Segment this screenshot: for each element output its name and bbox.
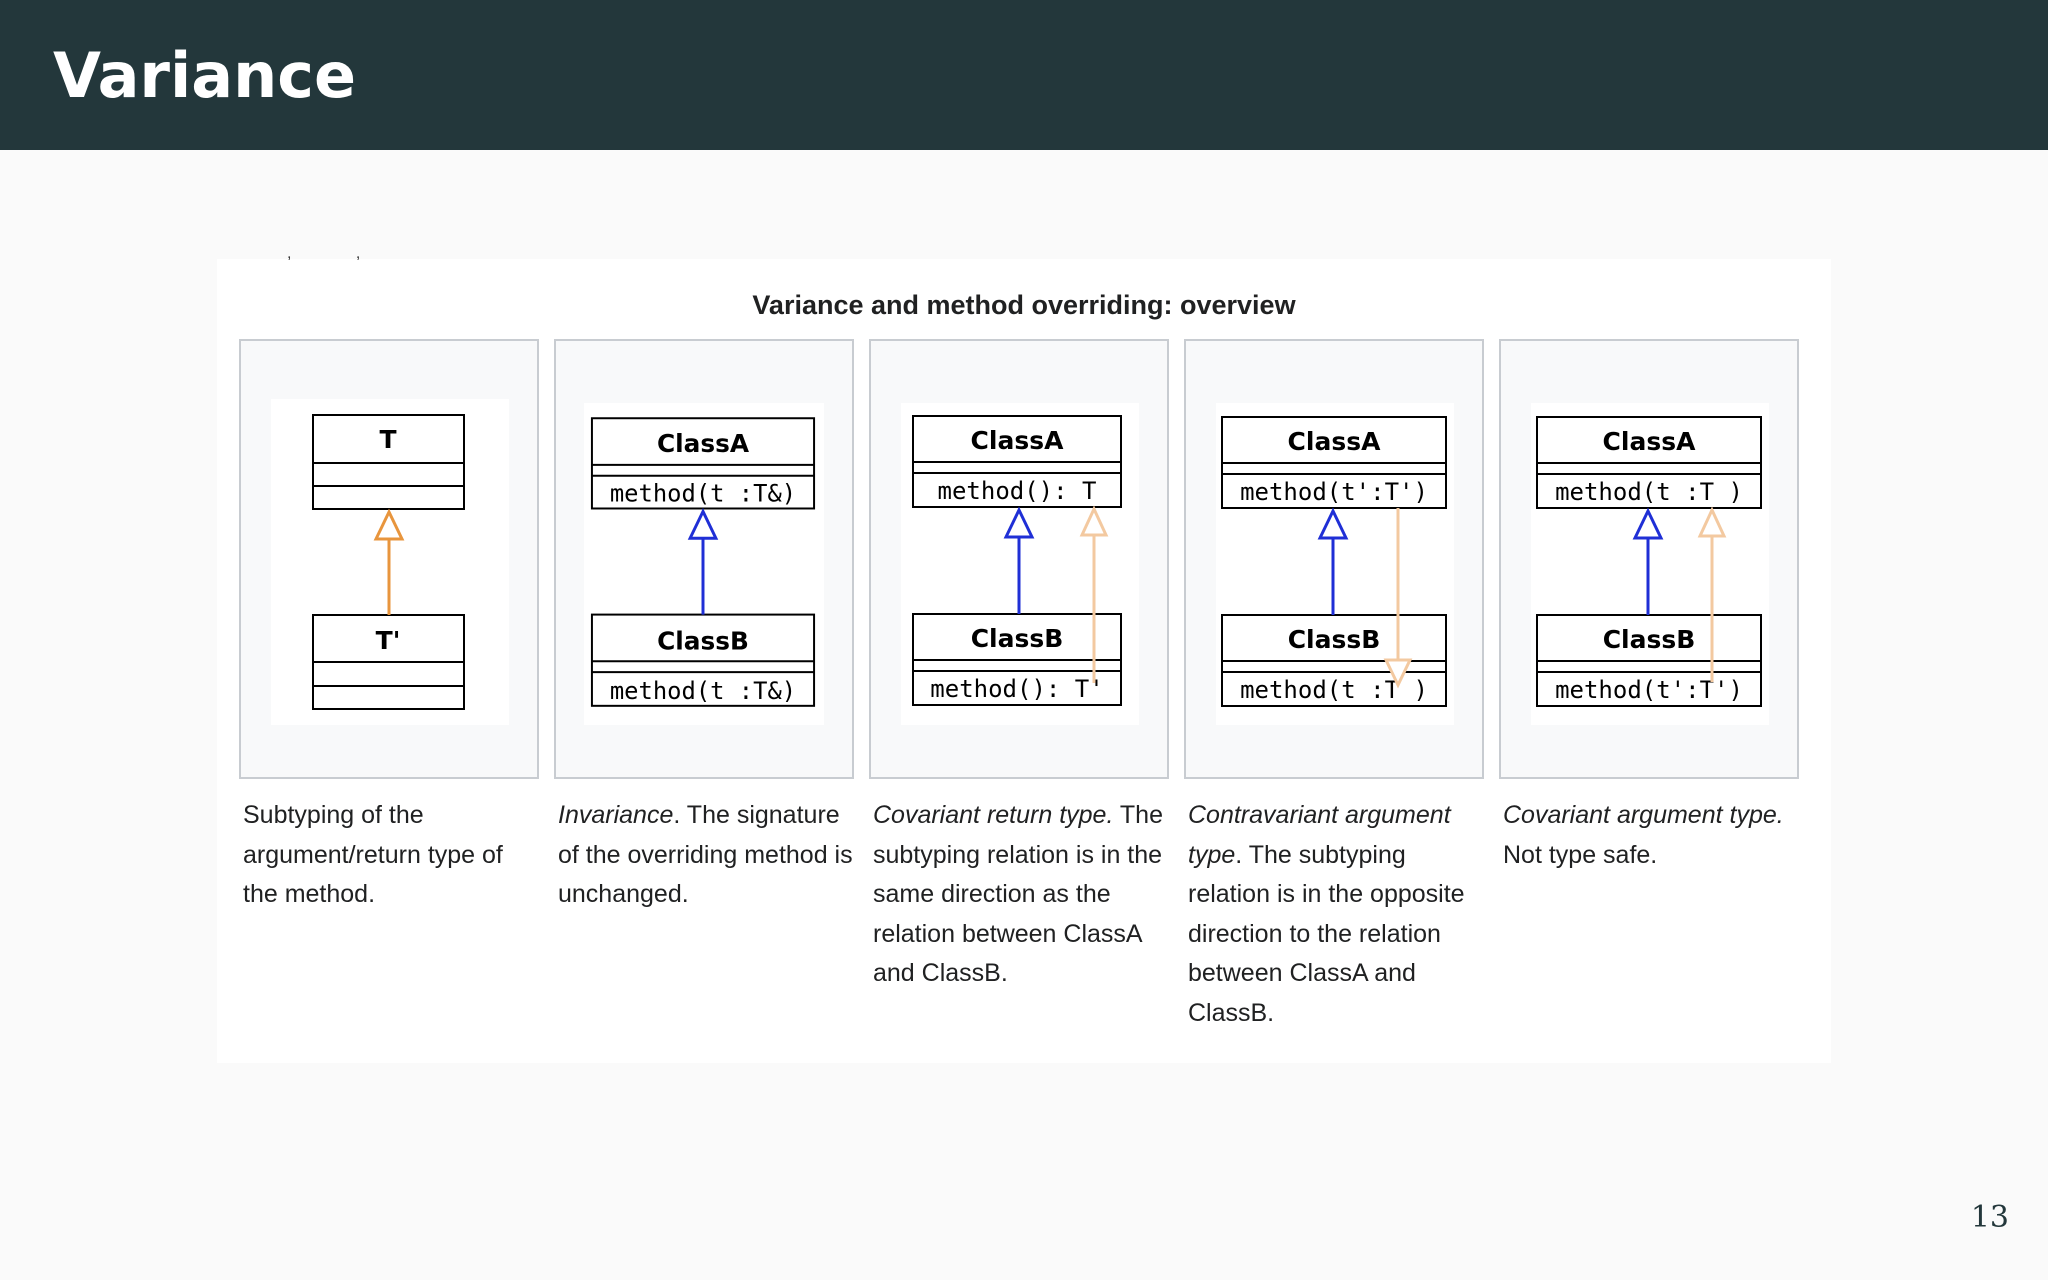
method-signature-ClassA: method(): T [938,477,1097,505]
diagram-box: ClassA method(t :T ) ClassB method(t':T'… [1531,403,1769,725]
caption-emphasis: Covariant argument type. [1503,801,1784,829]
page-number: 13 [1970,1200,2009,1235]
panel-invariance: ClassA method(t :T&) ClassB method(t :T&… [554,339,854,779]
class-name-ClassA: ClassA [1288,427,1382,456]
class-box-T-prime: T' [312,614,465,710]
class-box-ClassB: ClassB method(t :T&) [590,613,816,707]
class-name-T-prime: T' [376,626,401,655]
class-name-T: T [379,425,396,454]
uml-diagram-covariant-return: ClassA method(): T ClassB method(): T' [912,415,1122,706]
class-box-T: T [312,414,465,510]
method-signature-ClassA: method(t :T&) [610,480,796,508]
class-box-ClassB: ClassB method(t':T') [1536,614,1762,707]
class-box-ClassB: ClassB method(): T' [912,613,1122,706]
caption-text: . The subtyping relation is in the oppos… [1188,840,1465,1027]
class-box-ClassB: ClassB method(t :T ) [1221,614,1447,707]
panel-covariant-return: ClassA method(): T ClassB method(): T' [869,339,1169,779]
class-name-ClassB: ClassB [971,624,1064,653]
variance-figure: , , Variance and method overriding: over… [217,245,1831,1063]
panel-subtyping: T T' [239,339,539,779]
panel-covariant-argument: ClassA method(t :T ) ClassB method(t':T'… [1499,339,1799,779]
caption-invariance: Invariance. The signature of the overrid… [558,796,858,915]
caption-text: Subtyping of the argument/return type of… [243,801,503,908]
blue-generalization-arrow [1003,506,1035,614]
light-orange-subtype-arrow-up [1697,506,1727,682]
class-name-ClassB: ClassB [657,626,749,655]
blue-generalization-arrow [1317,507,1349,615]
caption-text: Not type safe. [1503,840,1658,869]
light-orange-subtype-arrow-up [1079,505,1109,683]
method-signature-ClassA: method(t :T ) [1555,478,1743,506]
diagram-box: ClassA method(): T ClassB method(): T' [901,403,1139,725]
class-name-ClassB: ClassB [1288,625,1381,654]
caption-emphasis: Covariant return type. [873,801,1114,829]
uml-diagram-invariance: ClassA method(t :T&) ClassB method(t :T&… [590,417,816,707]
class-name-ClassB: ClassB [1603,625,1696,654]
class-box-ClassA: ClassA method(t :T&) [590,417,816,510]
slide-title: Variance [53,39,357,112]
uml-diagram-subtyping: T T' [312,414,465,710]
class-name-ClassA: ClassA [971,426,1065,455]
diagram-box: T T' [271,399,509,725]
light-orange-subtype-arrow-down [1383,508,1413,689]
method-signature-ClassB: method(t :T&) [610,677,796,705]
panel-contravariant-argument: ClassA method(t':T') ClassB method(t :T … [1184,339,1484,779]
class-box-ClassA: ClassA method(t :T ) [1536,416,1762,509]
orange-generalization-arrow [373,508,405,615]
cropped-text-fragment: , , [287,245,391,262]
caption-subtyping: Subtyping of the argument/return type of… [243,796,543,915]
caption-text: The subtyping relation is in the same di… [873,801,1163,987]
caption-covariant-argument: Covariant argument type. Not type safe. [1503,796,1803,875]
caption-covariant-return: Covariant return type. The subtyping rel… [873,796,1163,994]
blue-generalization-arrow [687,508,719,615]
uml-diagram-covariant-argument: ClassA method(t :T ) ClassB method(t':T'… [1536,416,1762,707]
diagram-box: ClassA method(t :T&) ClassB method(t :T&… [584,403,824,725]
uml-diagram-contravariant-argument: ClassA method(t':T') ClassB method(t :T … [1221,416,1447,707]
caption-emphasis: Invariance [558,801,674,829]
slide-header: Variance [0,0,2048,150]
figure-title: Variance and method overriding: overview [752,290,1296,320]
caption-text: . The signature of the overriding method… [558,801,853,908]
class-name-ClassA: ClassA [657,429,750,458]
class-box-ClassA: ClassA method(t':T') [1221,416,1447,509]
caption-emphasis: Contravariant argument type [1188,801,1451,869]
method-signature-ClassB: method(t':T') [1555,676,1743,704]
method-signature-ClassA: method(t':T') [1240,478,1428,506]
class-name-ClassA: ClassA [1603,427,1697,456]
method-signature-ClassB: method(): T' [930,675,1103,703]
blue-generalization-arrow [1632,507,1664,615]
class-box-ClassA: ClassA method(): T [912,415,1122,508]
caption-contravariant-argument: Contravariant argument type. The subtypi… [1188,796,1484,1033]
diagram-box: ClassA method(t':T') ClassB method(t :T … [1216,403,1454,725]
